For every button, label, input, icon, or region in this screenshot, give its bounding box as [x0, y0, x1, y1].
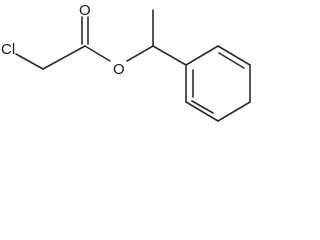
- ring-bond-2: [217, 45, 251, 66]
- bond-ch2-carbonyl: [42, 45, 86, 70]
- chlorine-label: Cl: [1, 41, 15, 58]
- bond-ch-phenyl: [152, 45, 187, 66]
- ring-inner-bond-1: [218, 52, 245, 69]
- ring-bond-1: [185, 45, 219, 66]
- bond-cl-ch2: [15, 53, 44, 70]
- structure-diagram: Cl O O: [1, 2, 251, 122]
- carbonyl-oxygen-label: O: [79, 2, 91, 19]
- bond-ester-o-ch: [126, 45, 154, 62]
- ester-oxygen-label: O: [113, 61, 125, 78]
- bond-carbonyl-ester-o: [84, 45, 111, 62]
- ring-inner-bond-2: [191, 100, 214, 114]
- benzene-ring: [185, 45, 251, 122]
- ring-bond-4: [217, 101, 251, 122]
- ring-bond-5: [185, 101, 219, 122]
